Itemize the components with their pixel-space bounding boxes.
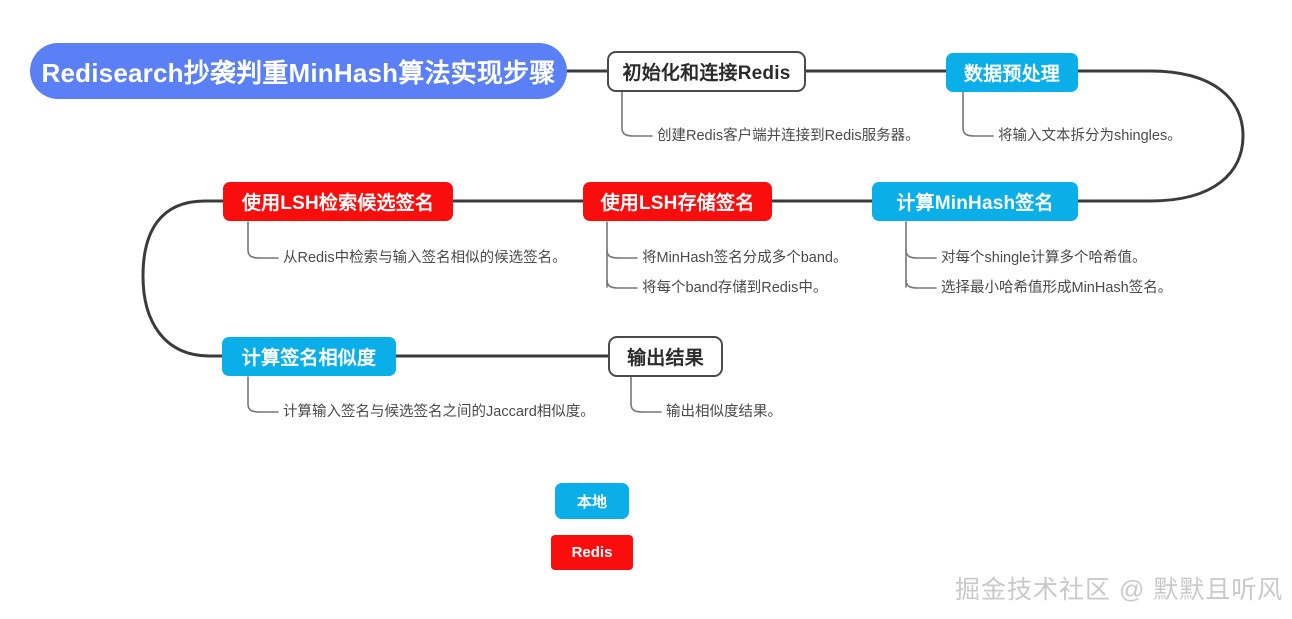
annotation-output-0: 输出相似度结果。 bbox=[666, 404, 782, 420]
annotation-minhash-1: 选择最小哈希值形成MinHash签名。 bbox=[941, 280, 1173, 296]
node-title[interactable]: Redisearch抄袭判重MinHash算法实现步骤 bbox=[30, 43, 567, 99]
anno-connector-minhash-2 bbox=[905, 279, 937, 289]
annotation-init-0: 创建Redis客户端并连接到Redis服务器。 bbox=[657, 128, 920, 144]
edge-lshquery-similarity bbox=[141, 199, 225, 358]
annotation-lsh-query-0: 从Redis中检索与输入签名相似的候选签名。 bbox=[283, 250, 567, 266]
node-lsh-store[interactable]: 使用LSH存储签名 bbox=[583, 182, 772, 221]
anno-connector-lshquery bbox=[247, 221, 279, 259]
annotation-preprocess-0: 将输入文本拆分为shingles。 bbox=[998, 128, 1182, 144]
legend-item-local[interactable]: 本地 bbox=[555, 483, 629, 519]
annotation-lsh-store-0: 将MinHash签名分成多个band。 bbox=[642, 250, 848, 266]
node-preprocess[interactable]: 数据预处理 bbox=[946, 53, 1078, 92]
anno-connector-preprocess bbox=[962, 91, 994, 137]
legend-item-redis[interactable]: Redis bbox=[551, 535, 633, 570]
node-similarity[interactable]: 计算签名相似度 bbox=[222, 337, 396, 376]
anno-connector-output bbox=[630, 376, 662, 413]
anno-connector-similarity bbox=[247, 376, 279, 413]
annotation-similarity-0: 计算输入签名与候选签名之间的Jaccard相似度。 bbox=[283, 404, 595, 420]
annotation-lsh-store-1: 将每个band存储到Redis中。 bbox=[642, 280, 828, 296]
anno-connector-lshstore-2 bbox=[606, 279, 638, 289]
anno-connector-lshstore-1 bbox=[606, 249, 638, 259]
watermark-text: 掘金技术社区 @ 默默且听风 bbox=[955, 576, 1284, 604]
node-lsh-query[interactable]: 使用LSH检索候选签名 bbox=[223, 182, 453, 221]
anno-connector-minhash-1 bbox=[905, 249, 937, 259]
node-minhash[interactable]: 计算MinHash签名 bbox=[872, 182, 1078, 221]
node-init[interactable]: 初始化和连接Redis bbox=[607, 51, 806, 92]
annotation-minhash-0: 对每个shingle计算多个哈希值。 bbox=[941, 250, 1147, 266]
anno-connector-init bbox=[621, 91, 653, 137]
node-output[interactable]: 输出结果 bbox=[608, 336, 723, 377]
